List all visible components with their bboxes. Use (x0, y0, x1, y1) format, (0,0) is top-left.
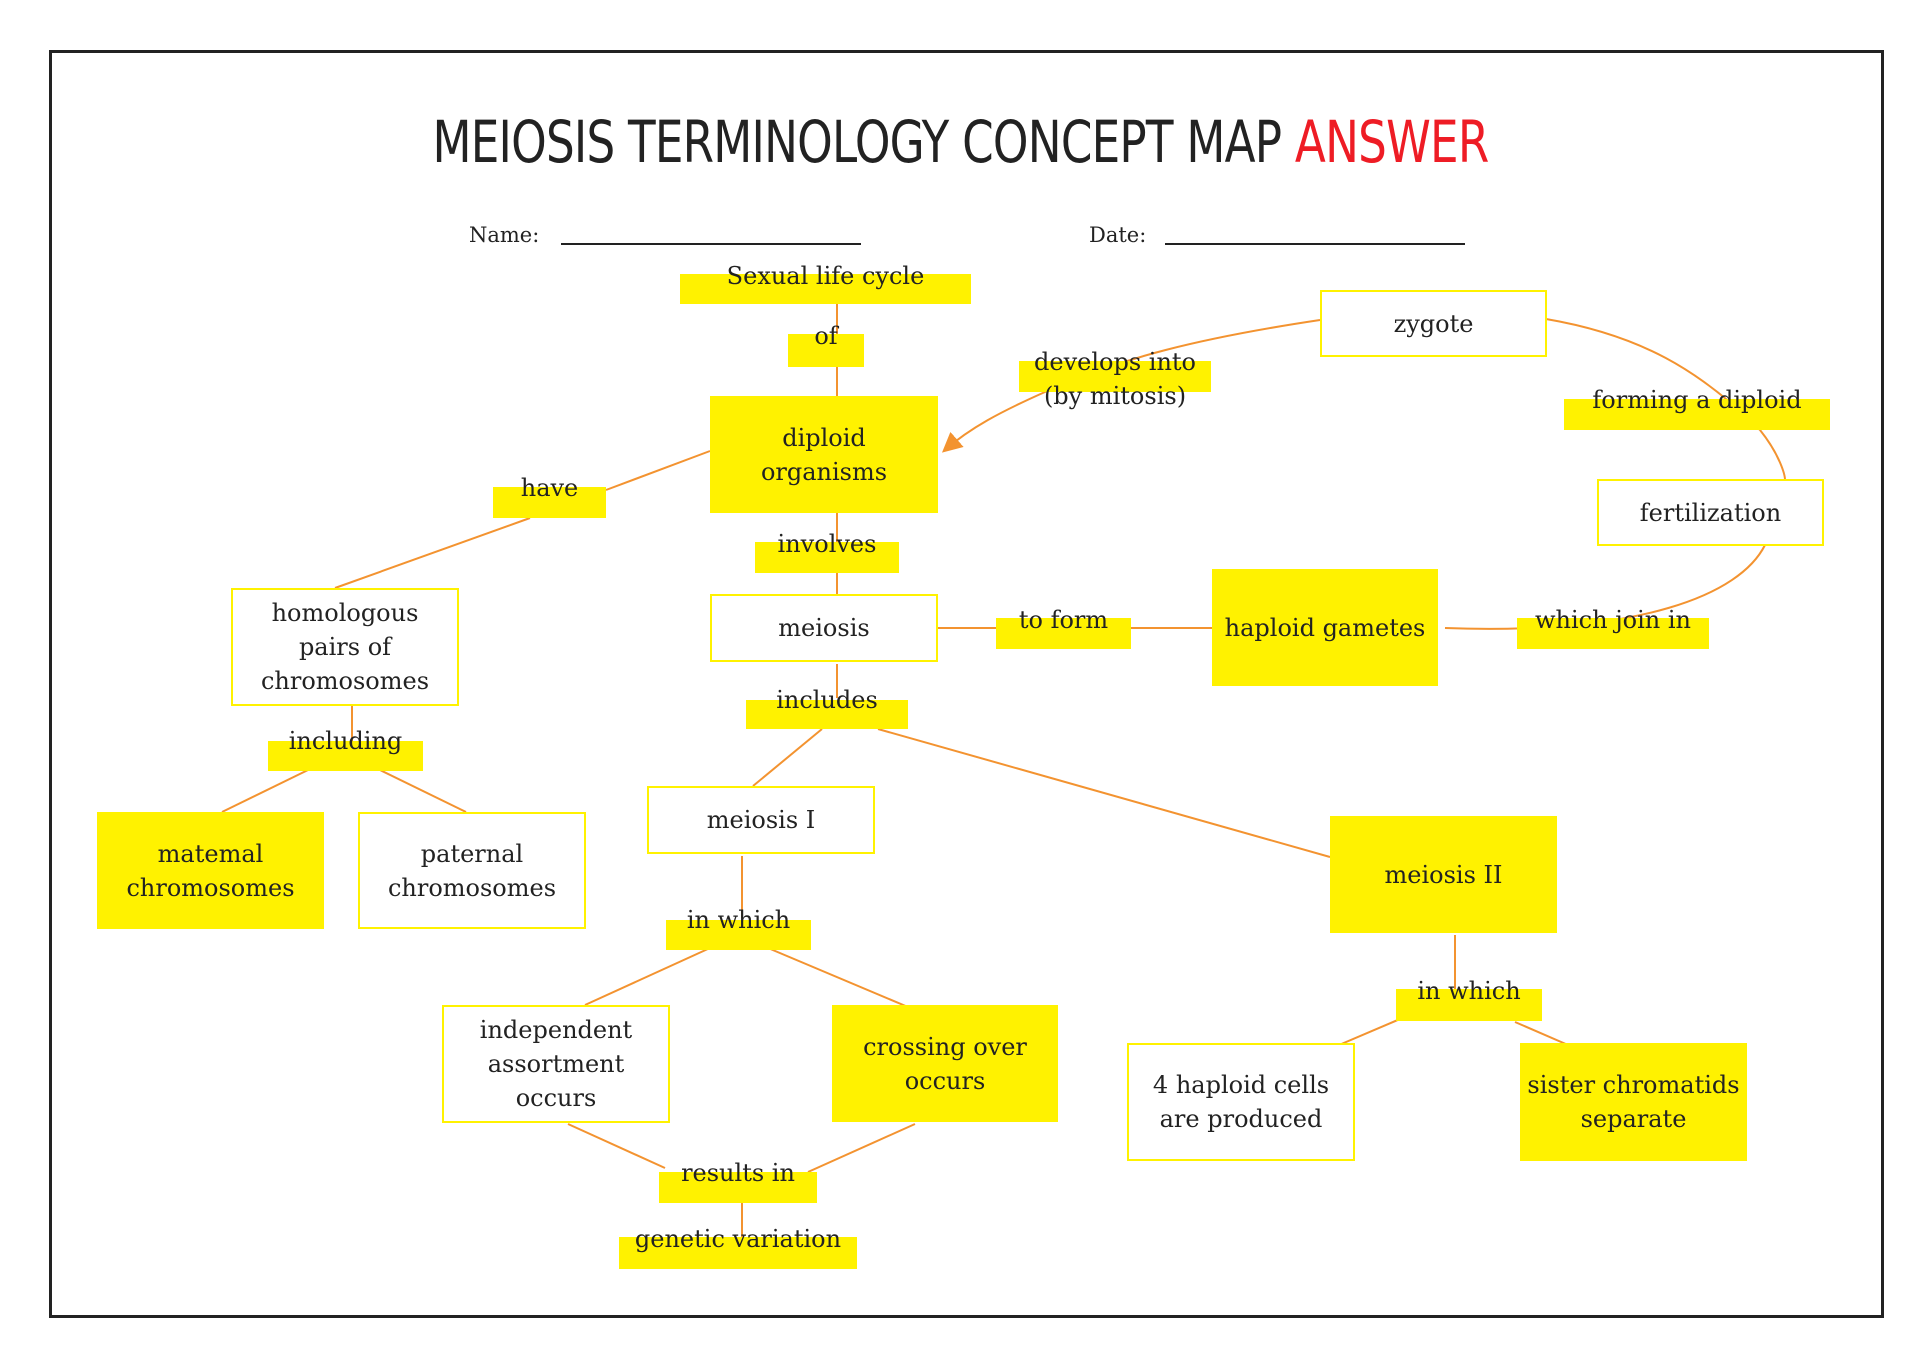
node-haploid-gametes: haploid gametes (1212, 569, 1438, 686)
date-label: Date: (1089, 223, 1147, 247)
connector (334, 517, 531, 589)
label-involves: involves (755, 528, 899, 573)
node-paternal-chromosomes: paternal chromosomes (358, 812, 586, 929)
label-in-which-1: in which (666, 904, 811, 950)
node-meiosis-2: meiosis II (1330, 816, 1557, 933)
label-results-in: results in (659, 1157, 817, 1203)
connector (567, 1123, 666, 1169)
node-meiosis: meiosis (710, 594, 938, 662)
page-frame (49, 50, 1884, 1318)
label-which-join-in: which join in (1517, 604, 1709, 649)
node-diploid-organisms: diploid organisms (710, 396, 938, 513)
connector (877, 728, 1331, 858)
label-in-which-2: in which (1396, 975, 1542, 1021)
connector (1444, 544, 1766, 630)
page-title: MEIOSIS TERMINOLOGY CONCEPT MAP ANSWER (211, 108, 1709, 176)
node-maternal-chromosomes: matemal chromosomes (97, 812, 324, 929)
connector (221, 769, 309, 813)
label-including: including (268, 725, 423, 771)
node-fertilization: fertilization (1597, 479, 1824, 546)
connector (379, 769, 467, 813)
connector (807, 1123, 916, 1173)
connector (767, 947, 909, 1008)
connector (605, 450, 711, 491)
label-develops-into: develops into (1019, 346, 1211, 392)
node-four-haploid-cells: 4 haploid cells are produced (1127, 1043, 1355, 1161)
name-field-line[interactable] (561, 243, 861, 245)
label-forming-a-diploid: forming a diploid (1564, 384, 1830, 430)
node-homologous-pairs: homologous pairs of chromosomes (231, 588, 459, 706)
node-independent-assortment: independent assortment occurs (442, 1005, 670, 1123)
node-sister-chromatids: sister chromatids separate (1520, 1043, 1747, 1161)
title-accent: ANSWER (1294, 108, 1489, 176)
node-meiosis-1: meiosis I (647, 786, 875, 854)
name-label: Name: (469, 223, 540, 247)
connector (752, 728, 823, 787)
node-crossing-over: crossing over occurs (832, 1005, 1058, 1122)
date-field-line[interactable] (1165, 243, 1465, 245)
connector (1545, 318, 1786, 481)
node-zygote: zygote (1320, 290, 1547, 357)
label-of: of (788, 320, 864, 367)
node-genetic-variation: genetic variation (619, 1223, 857, 1269)
label-sexual-life-cycle: Sexual life cycle (680, 260, 971, 304)
label-have: have (493, 472, 606, 518)
label-to-form: to form (996, 604, 1131, 649)
connector (584, 947, 711, 1006)
title-main: MEIOSIS TERMINOLOGY CONCEPT MAP (432, 108, 1283, 176)
label-includes: includes (746, 684, 908, 729)
label-by-mitosis: (by mitosis) (1043, 382, 1187, 410)
